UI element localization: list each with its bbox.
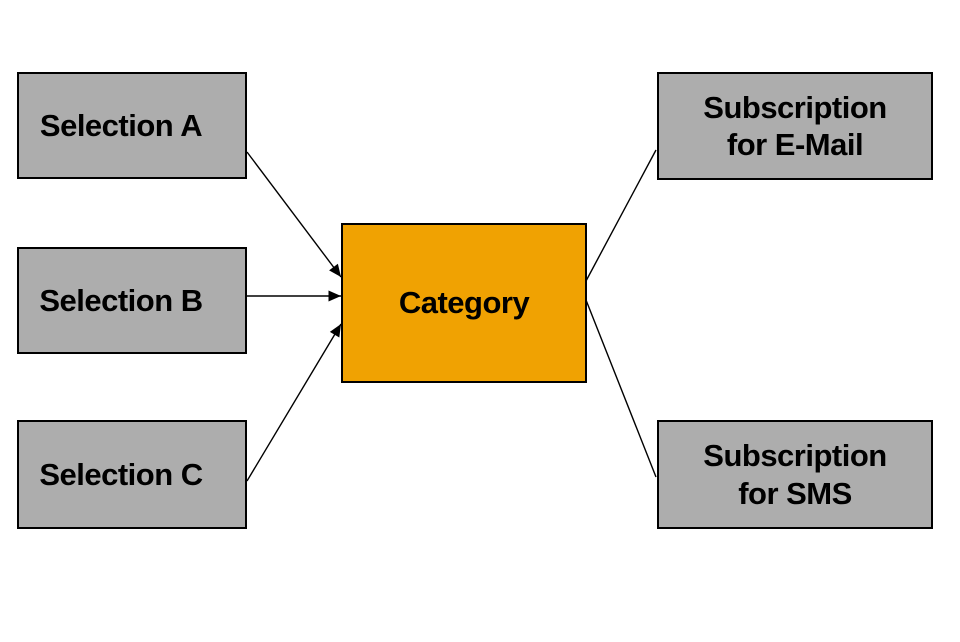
node-subscription-sms-label-line1: Subscription [703,438,887,474]
node-subscription-sms: Subscription for SMS [657,420,933,529]
connector-selection-c-to-category [246,323,342,482]
node-subscription-email-label-line1: Subscription [703,89,887,125]
node-selection-c: Selection C [17,420,247,529]
connector-category-to-subscription-sms [585,299,657,478]
node-subscription-sms-label-line2: for SMS [738,475,852,511]
node-subscription-email: Subscription for E-Mail [657,72,933,180]
node-category-label: Category [398,285,530,321]
node-selection-c-label: Selection C [39,456,203,492]
node-selection-a: Selection A [17,72,247,179]
node-selection-b-label: Selection B [39,282,203,318]
node-selection-a-label: Selection A [39,107,203,143]
node-subscription-email-label-line2: for E-Mail [726,127,864,162]
node-category: Category [341,223,587,383]
connector-selection-a-to-category [246,151,342,278]
node-selection-b: Selection B [17,247,247,354]
connector-category-to-subscription-email [585,149,657,282]
